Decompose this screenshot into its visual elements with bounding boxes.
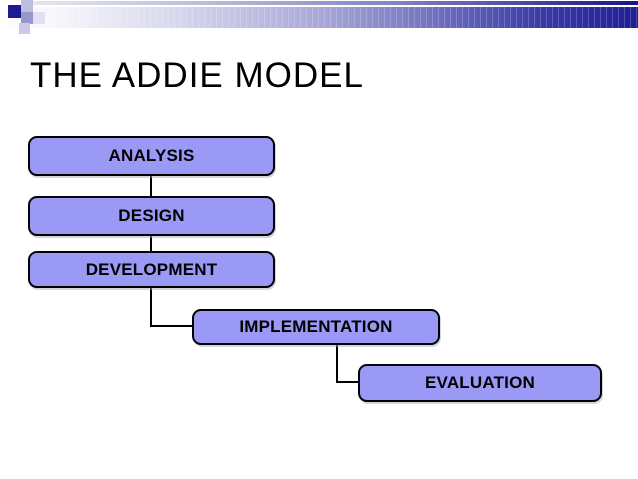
flow-node-label: DEVELOPMENT [85,259,218,279]
flow-node-label: DESIGN [118,206,185,225]
pixel-square-faint-right [33,12,45,24]
connector-implementation-evaluation [336,381,359,383]
connector-development-implementation [150,288,152,327]
header-gradient-band [0,7,638,28]
top-accent-line [33,1,638,5]
pixel-square-dark [8,5,21,18]
pixel-square-medium [21,12,33,24]
slide-title: THE ADDIE MODEL [30,56,364,95]
pixel-square-light-top [21,0,33,12]
pixel-square-light-bottom [19,23,30,34]
connector-development-implementation [150,325,193,327]
connector-design-development [150,236,152,251]
flow-node-design: DESIGN [28,196,275,236]
flow-node-label: ANALYSIS [108,146,195,165]
flow-node-evaluation: EVALUATION [358,364,602,402]
flow-node-label: IMPLEMENTATION [239,317,393,336]
flow-node-implementation: IMPLEMENTATION [192,309,440,345]
flow-node-development: DEVELOPMENT [28,251,275,288]
connector-implementation-evaluation [336,345,338,383]
flow-node-analysis: ANALYSIS [28,136,275,176]
connector-analysis-design [150,176,152,196]
flow-node-label: EVALUATION [425,373,535,392]
